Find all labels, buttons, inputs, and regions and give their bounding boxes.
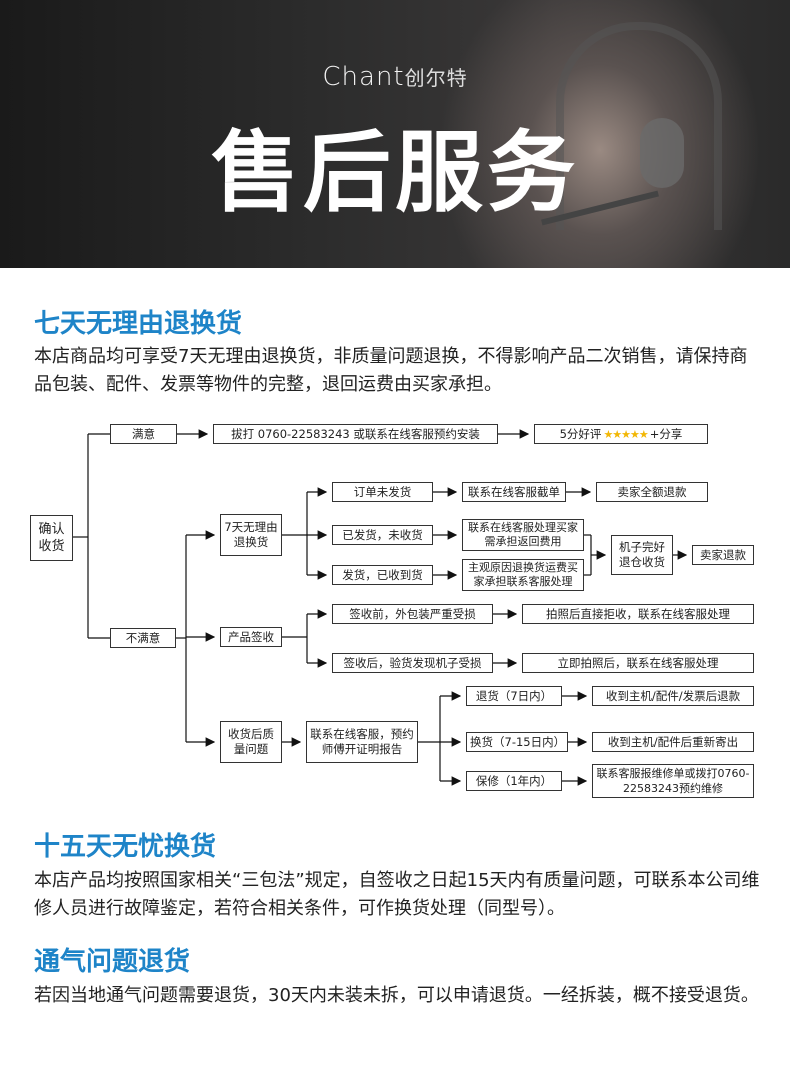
five-star-icon: ★★★★★ xyxy=(603,427,648,441)
node-before-signing: 签收前，外包装严重受损 xyxy=(332,604,493,624)
node-after-sale-quality: 收货后质量问题 xyxy=(220,721,282,763)
node-after-signing: 签收后，验货发现机子受损 xyxy=(332,653,493,673)
section-title-seven-day: 七天无理由退换货 xyxy=(34,309,243,339)
section-body-fifteen-day: 本店产品均按照国家相关“三包法”规定，自签收之日起15天内有质量问题，可联系本公… xyxy=(34,870,760,919)
brand-logo: Chant创尔特 xyxy=(0,62,790,92)
node-full-refund: 卖家全额退款 xyxy=(596,482,708,502)
node-shipped-not-received: 已发货，未收货 xyxy=(332,525,433,545)
after-sale-flowchart: 确认收货 满意 拔打 0760-22583243 或联系在线客服预约安装 5分好… xyxy=(0,415,790,810)
node-confirm-receipt: 确认收货 xyxy=(30,515,73,561)
section-title-ventilation: 通气问题退货 xyxy=(34,947,191,977)
node-warranty-1-year: 保修（1年内） xyxy=(466,771,562,791)
node-photo-contact: 立即拍照后，联系在线客服处理 xyxy=(522,653,754,673)
earcup-illustration xyxy=(640,118,684,188)
node-contact-technician: 联系在线客服，预约师傅开证明报告 xyxy=(306,721,418,763)
section-body-ventilation: 若因当地通气问题需要退货，30天内未装未拆，可以申请退货。一经拆装，概不接受退货… xyxy=(34,985,759,1006)
section-body-seven-day: 本店商品均可享受7天无理由退换货，非质量问题退换，不得影响产品二次销售，请保持商… xyxy=(34,346,748,395)
section-title-fifteen-day: 十五天无忧换货 xyxy=(34,832,217,862)
node-review-share: 5分好评★★★★★+分享 xyxy=(534,424,708,444)
brand-name-cn: 创尔特 xyxy=(404,66,468,90)
node-seller-refund: 卖家退款 xyxy=(692,545,754,565)
node-call-install: 拔打 0760-22583243 或联系在线客服预约安装 xyxy=(213,424,498,444)
node-machine-ok: 机子完好退仓收货 xyxy=(611,535,673,575)
node-not-shipped: 订单未发货 xyxy=(332,482,433,502)
node-subjective-return: 主观原因退换货运费买家承担联系客服处理 xyxy=(462,559,584,591)
review-label: 5分好评 xyxy=(559,426,602,441)
node-warranty-repair: 联系客服报维修单或拨打0760-22583243预约维修 xyxy=(592,764,754,798)
node-return-7-days: 退货（7日内） xyxy=(466,686,562,706)
share-label: +分享 xyxy=(649,426,683,441)
node-return-refund: 收到主机/配件/发票后退款 xyxy=(592,686,754,706)
page-title: 售后服务 xyxy=(210,121,579,224)
node-product-signing: 产品签收 xyxy=(220,627,282,647)
node-seven-day-return: 7天无理由退换货 xyxy=(220,514,282,556)
node-shipped-received: 发货，已收到货 xyxy=(332,565,433,585)
node-refuse-photo: 拍照后直接拒收，联系在线客服处理 xyxy=(522,604,754,624)
hero-banner: Chant创尔特 售后服务 xyxy=(0,0,790,268)
node-unsatisfied: 不满意 xyxy=(110,628,176,648)
node-satisfied: 满意 xyxy=(110,424,177,444)
node-exchange-resend: 收到主机/配件后重新寄出 xyxy=(592,732,754,752)
node-contact-buyer-pays: 联系在线客服处理买家需承担返回费用 xyxy=(462,519,584,551)
node-exchange-7-15-days: 换货（7-15日内） xyxy=(466,732,568,752)
brand-name-en: Chant xyxy=(322,62,405,92)
headset-illustration xyxy=(556,22,722,230)
flowchart-connectors xyxy=(73,429,688,786)
node-contact-intercept: 联系在线客服截单 xyxy=(462,482,566,502)
